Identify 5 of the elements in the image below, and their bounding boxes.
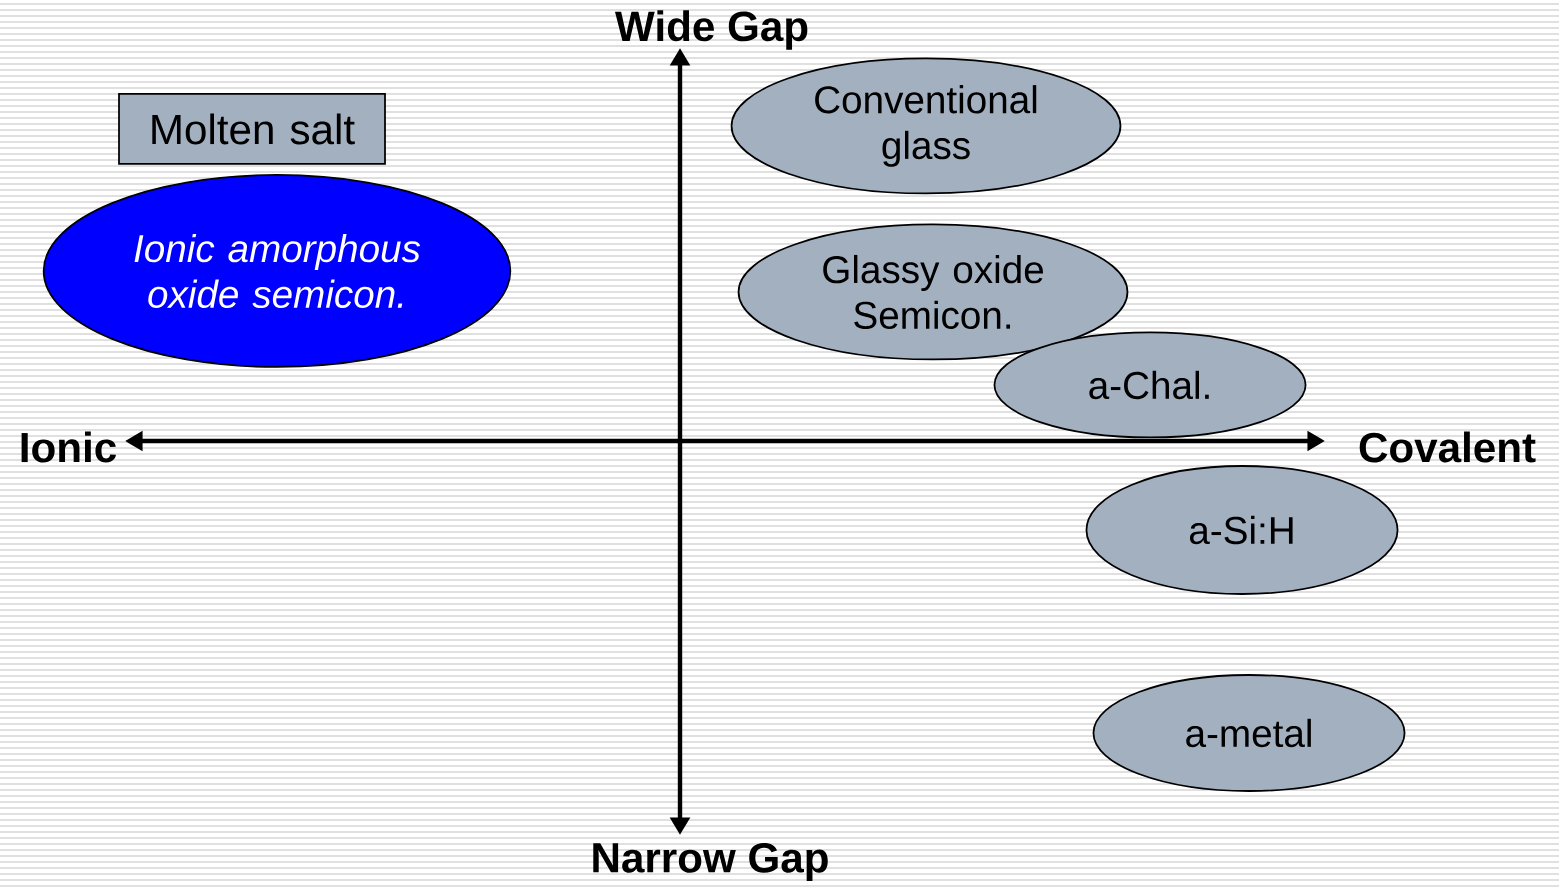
axis-label: Ionic	[21, 431, 116, 463]
axis-label: Narrow Gap	[593, 842, 828, 882]
axis-label: Covalent	[1359, 431, 1536, 463]
axis-label: Wide Gap	[615, 10, 808, 50]
label-box: Molten salt	[118, 93, 386, 165]
